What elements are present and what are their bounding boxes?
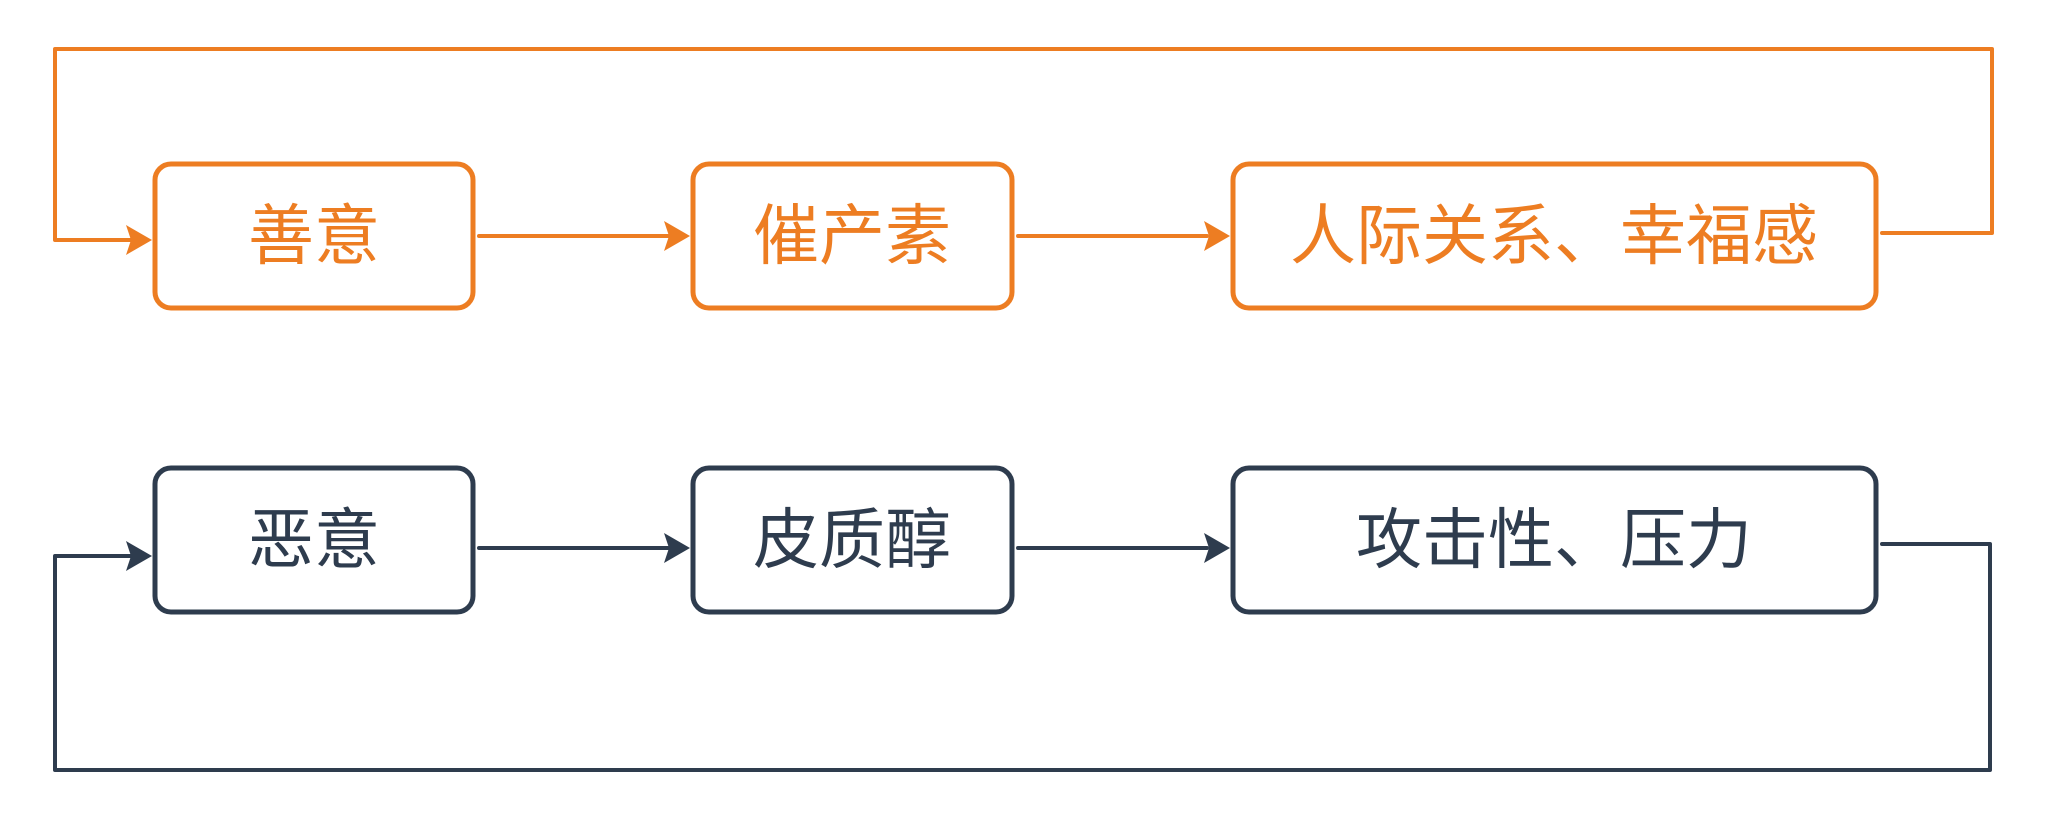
positive-arrowhead-2-3 bbox=[1204, 221, 1230, 251]
negative-arrowhead-1-2 bbox=[664, 533, 690, 563]
negative-node-1-label: 恶意 bbox=[248, 502, 380, 579]
positive-node-2: 催产素 bbox=[690, 161, 1015, 311]
positive-node-3-label: 人际关系、幸福感 bbox=[1290, 198, 1818, 275]
negative-loop: 恶意 皮质醇 攻击性、压力 bbox=[53, 465, 1992, 772]
positive-node-3: 人际关系、幸福感 bbox=[1230, 161, 1879, 311]
positive-loop: 善意 催产素 人际关系、幸福感 bbox=[53, 47, 1994, 311]
negative-node-3-label: 攻击性、压力 bbox=[1356, 502, 1752, 579]
positive-arrowhead-1-2 bbox=[664, 221, 690, 251]
positive-feedback-edge bbox=[53, 47, 1994, 242]
negative-feedback-arrowhead bbox=[126, 541, 152, 571]
positive-node-1: 善意 bbox=[152, 161, 476, 311]
negative-node-3: 攻击性、压力 bbox=[1230, 465, 1879, 615]
positive-feedback-arrowhead bbox=[126, 225, 152, 255]
positive-node-2-label: 催产素 bbox=[753, 198, 951, 275]
negative-arrowhead-2-3 bbox=[1204, 533, 1230, 563]
negative-node-2-label: 皮质醇 bbox=[753, 502, 951, 579]
negative-node-1: 恶意 bbox=[152, 465, 476, 615]
positive-node-1-label: 善意 bbox=[248, 198, 380, 275]
negative-node-2: 皮质醇 bbox=[690, 465, 1015, 615]
negative-feedback-edge bbox=[53, 542, 1992, 772]
